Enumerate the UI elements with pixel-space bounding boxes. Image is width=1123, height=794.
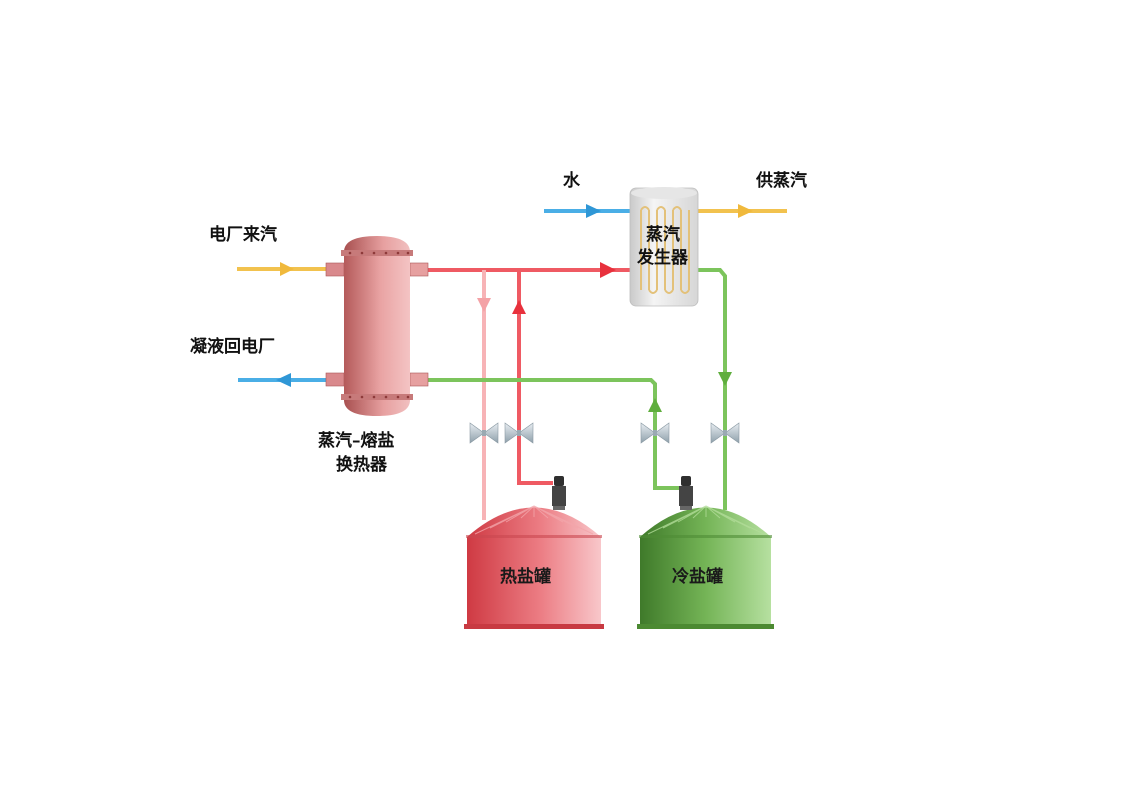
steam-generator[interactable] xyxy=(629,187,699,307)
gate-valve-icon[interactable] xyxy=(504,422,534,444)
flow-arrow-icon xyxy=(738,204,753,218)
pump-motor-icon[interactable] xyxy=(552,476,566,510)
cold-salt-pipe xyxy=(428,378,684,490)
flow-arrow-icon xyxy=(512,300,526,314)
gate-valve-icon[interactable] xyxy=(469,422,499,444)
flow-arrow-icon xyxy=(718,372,732,386)
hot-salt-return-pipe xyxy=(477,270,491,520)
gate-valve-icon[interactable] xyxy=(640,422,670,444)
flow-arrow-icon xyxy=(648,398,662,412)
flow-arrow-icon xyxy=(600,262,616,278)
water-in-pipe xyxy=(544,204,634,218)
heat-exchanger-label-line2: 换热器 xyxy=(336,454,388,475)
plant-steam-in-label: 电厂来汽 xyxy=(209,224,277,245)
hot-salt-main-pipe xyxy=(428,262,632,278)
steam-generator-label-line2: 发生器 xyxy=(636,247,689,268)
flow-arrow-icon xyxy=(477,298,491,312)
heat-exchanger[interactable] xyxy=(325,236,429,416)
steam-generator-label-line1: 蒸汽 xyxy=(646,224,680,245)
steam-supply-label: 供蒸汽 xyxy=(755,170,807,191)
water-label: 水 xyxy=(563,170,581,191)
pump-motor-icon[interactable] xyxy=(679,476,693,510)
gate-valve-icon[interactable] xyxy=(710,422,740,444)
heating-coil-icon xyxy=(640,206,690,294)
hot-salt-tank-label: 热盐罐 xyxy=(500,566,551,587)
heat-exchanger-label-line1: 蒸汽–熔盐 xyxy=(318,430,395,451)
flow-arrow-icon xyxy=(280,262,294,276)
cold-salt-tank-label: 冷盐罐 xyxy=(672,566,723,587)
condensate-return-label: 凝液回电厂 xyxy=(190,336,275,357)
flow-arrow-icon xyxy=(276,373,291,387)
steam-supply-pipe xyxy=(697,204,787,218)
hot-salt-supply-pipe xyxy=(512,270,553,485)
cold-salt-return-pipe xyxy=(698,268,732,510)
steam-in-pipe xyxy=(237,262,330,276)
condensate-return-pipe xyxy=(238,373,330,387)
flow-arrow-icon xyxy=(586,204,601,218)
cold-salt-tank[interactable] xyxy=(637,505,774,629)
hot-salt-tank[interactable] xyxy=(464,505,604,629)
